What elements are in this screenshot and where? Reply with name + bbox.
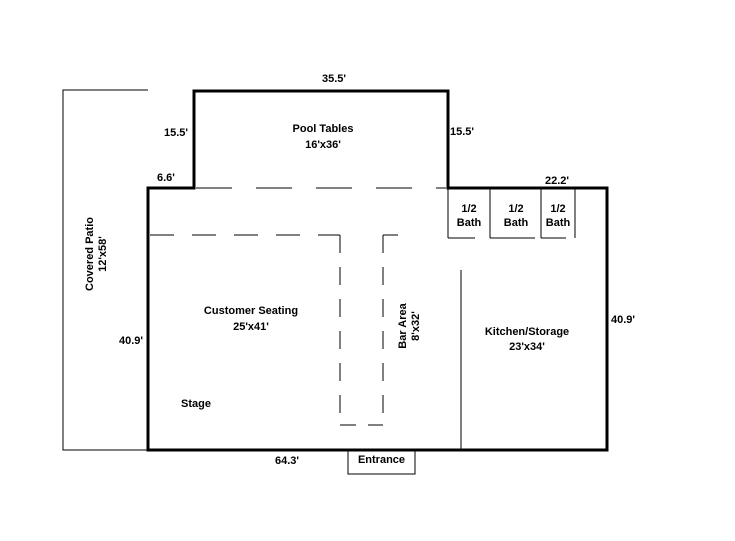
bath-label-2: 1/2 Bath <box>497 202 535 230</box>
pool-tables-name: Pool Tables <box>292 123 354 135</box>
customer-seating-size: 25'x41' <box>233 321 269 333</box>
dimension-left-height: 40.9' <box>119 335 144 347</box>
dimension-bottom: 64.3' <box>275 455 300 467</box>
dimension-top: 35.5' <box>322 73 347 85</box>
kitchen-storage-size: 23'x34' <box>509 341 545 353</box>
exterior-wall <box>146 89 609 452</box>
customer-seating-name: Customer Seating <box>203 305 299 317</box>
bath-1-line1: 1/2 <box>461 203 477 215</box>
covered-patio-label: Covered Patio 12'x58' <box>84 199 114 309</box>
bar-area-name: Bar Area <box>397 303 409 349</box>
patio-outline <box>62 89 148 451</box>
bath-label-1: 1/2 Bath <box>450 202 488 230</box>
stage-label: Stage <box>181 398 211 410</box>
covered-patio-size: 12'x58' <box>97 236 109 272</box>
kitchen-storage-label: Kitchen/Storage 23'x34' <box>472 326 582 354</box>
pool-tables-label: Pool Tables 16'x36' <box>268 123 378 152</box>
pool-tables-size: 16'x36' <box>305 139 341 151</box>
dimension-left-step: 6.6' <box>157 172 175 184</box>
customer-seating-label: Customer Seating 25'x41' <box>191 305 311 334</box>
dimension-pool-left: 15.5' <box>164 127 189 139</box>
bar-area-size: 8'x32' <box>410 311 422 341</box>
bath-walls <box>447 188 576 239</box>
bath-2-line1: 1/2 <box>508 203 524 215</box>
dimension-pool-right: 15.5' <box>450 126 475 138</box>
bath-1-line2: Bath <box>456 217 482 229</box>
bath-3-line2: Bath <box>545 217 571 229</box>
bar-area-label: Bar Area 8'x32' <box>397 286 427 366</box>
bath-label-3: 1/2 Bath <box>539 202 577 230</box>
dimension-right-width: 22.2' <box>545 175 570 187</box>
entrance-box <box>347 449 416 475</box>
kitchen-storage-name: Kitchen/Storage <box>484 326 570 338</box>
bath-3-line1: 1/2 <box>550 203 566 215</box>
bath-2-line2: Bath <box>503 217 529 229</box>
dimension-right-height: 40.9' <box>611 314 636 326</box>
entrance-label: Entrance <box>357 454 406 466</box>
covered-patio-name: Covered Patio <box>84 217 96 291</box>
